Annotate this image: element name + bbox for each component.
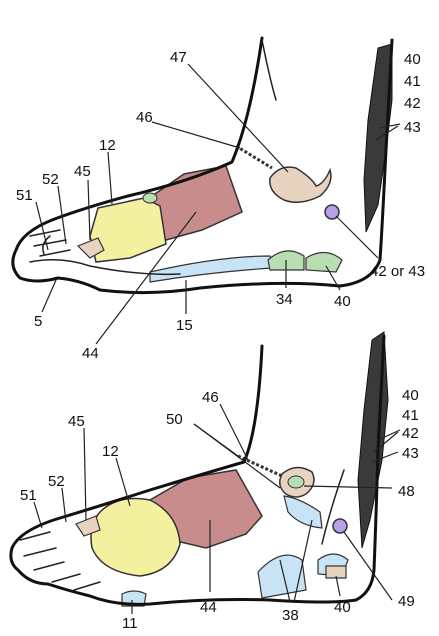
bottom-label-50: 50: [166, 411, 183, 428]
bottom-leader-46: [220, 404, 248, 460]
bottom-label-42: 42: [402, 425, 419, 442]
top-label-12: 12: [99, 137, 116, 154]
top-label-45: 45: [74, 163, 91, 180]
top-region-12: [90, 198, 166, 262]
bottom-spot-48-green: [288, 476, 304, 488]
top-leader-47: [188, 64, 288, 172]
top-leader-45: [88, 180, 90, 240]
bottom-label-12: 12: [102, 443, 119, 460]
bottom-label-45: 45: [68, 413, 85, 430]
top-heel-inner: [262, 40, 276, 100]
top-toe-lines: [30, 230, 70, 256]
top-region-40: [306, 252, 342, 272]
bottom-label-51: 51: [20, 487, 37, 504]
top-label-43: 43: [404, 119, 421, 136]
bottom-label-48: 48: [398, 483, 415, 500]
top-leader-5: [42, 280, 56, 312]
bottom-region-38b: [284, 496, 322, 528]
bottom-label-11: 11: [122, 615, 138, 632]
bottom-leader-51: [34, 502, 42, 528]
top-spot-toe-green: [143, 193, 157, 203]
top-foot: 47 46 12 52 45 51 5 44 15 34 40 42 or 43…: [13, 38, 425, 362]
bottom-leader-48: [304, 486, 392, 488]
bottom-spot-49: [333, 519, 347, 533]
top-label-51: 51: [16, 187, 33, 204]
bottom-label-46: 46: [202, 389, 219, 406]
top-label-52: 52: [42, 171, 59, 188]
top-leader-42or43: [336, 216, 378, 258]
top-label-41: 41: [404, 73, 421, 90]
top-label-15: 15: [176, 317, 193, 334]
bottom-label-40-bottom: 40: [334, 599, 351, 616]
top-label-46: 46: [136, 109, 153, 126]
top-region-15: [150, 256, 272, 282]
bottom-label-41: 41: [402, 407, 419, 424]
top-label-42: 42: [404, 95, 421, 112]
bottom-label-40: 40: [402, 387, 419, 404]
bottom-leader-40b: [336, 576, 340, 596]
bottom-label-43: 43: [402, 445, 419, 462]
bottom-foot: 46 50 45 12 52 51 11 44 38 40 48 49 40 4…: [11, 332, 419, 632]
top-region-47: [270, 167, 331, 202]
top-label-5: 5: [34, 313, 42, 330]
top-leader-12: [108, 152, 112, 204]
top-leader-46: [152, 122, 240, 148]
top-label-47: 47: [170, 49, 187, 66]
bottom-region-38a: [258, 555, 306, 598]
bottom-label-52: 52: [48, 473, 65, 490]
bottom-label-49: 49: [398, 593, 415, 610]
top-label-44: 44: [82, 345, 99, 362]
top-label-34: 34: [276, 291, 293, 308]
top-label-42-or-43: 42 or 43: [370, 263, 425, 280]
top-foot-outline: [13, 38, 392, 293]
top-label-40-bottom: 40: [334, 293, 351, 310]
top-label-40: 40: [404, 51, 421, 68]
bottom-leader-45: [84, 428, 86, 520]
bottom-label-44: 44: [200, 599, 217, 616]
bottom-label-38: 38: [282, 607, 299, 624]
